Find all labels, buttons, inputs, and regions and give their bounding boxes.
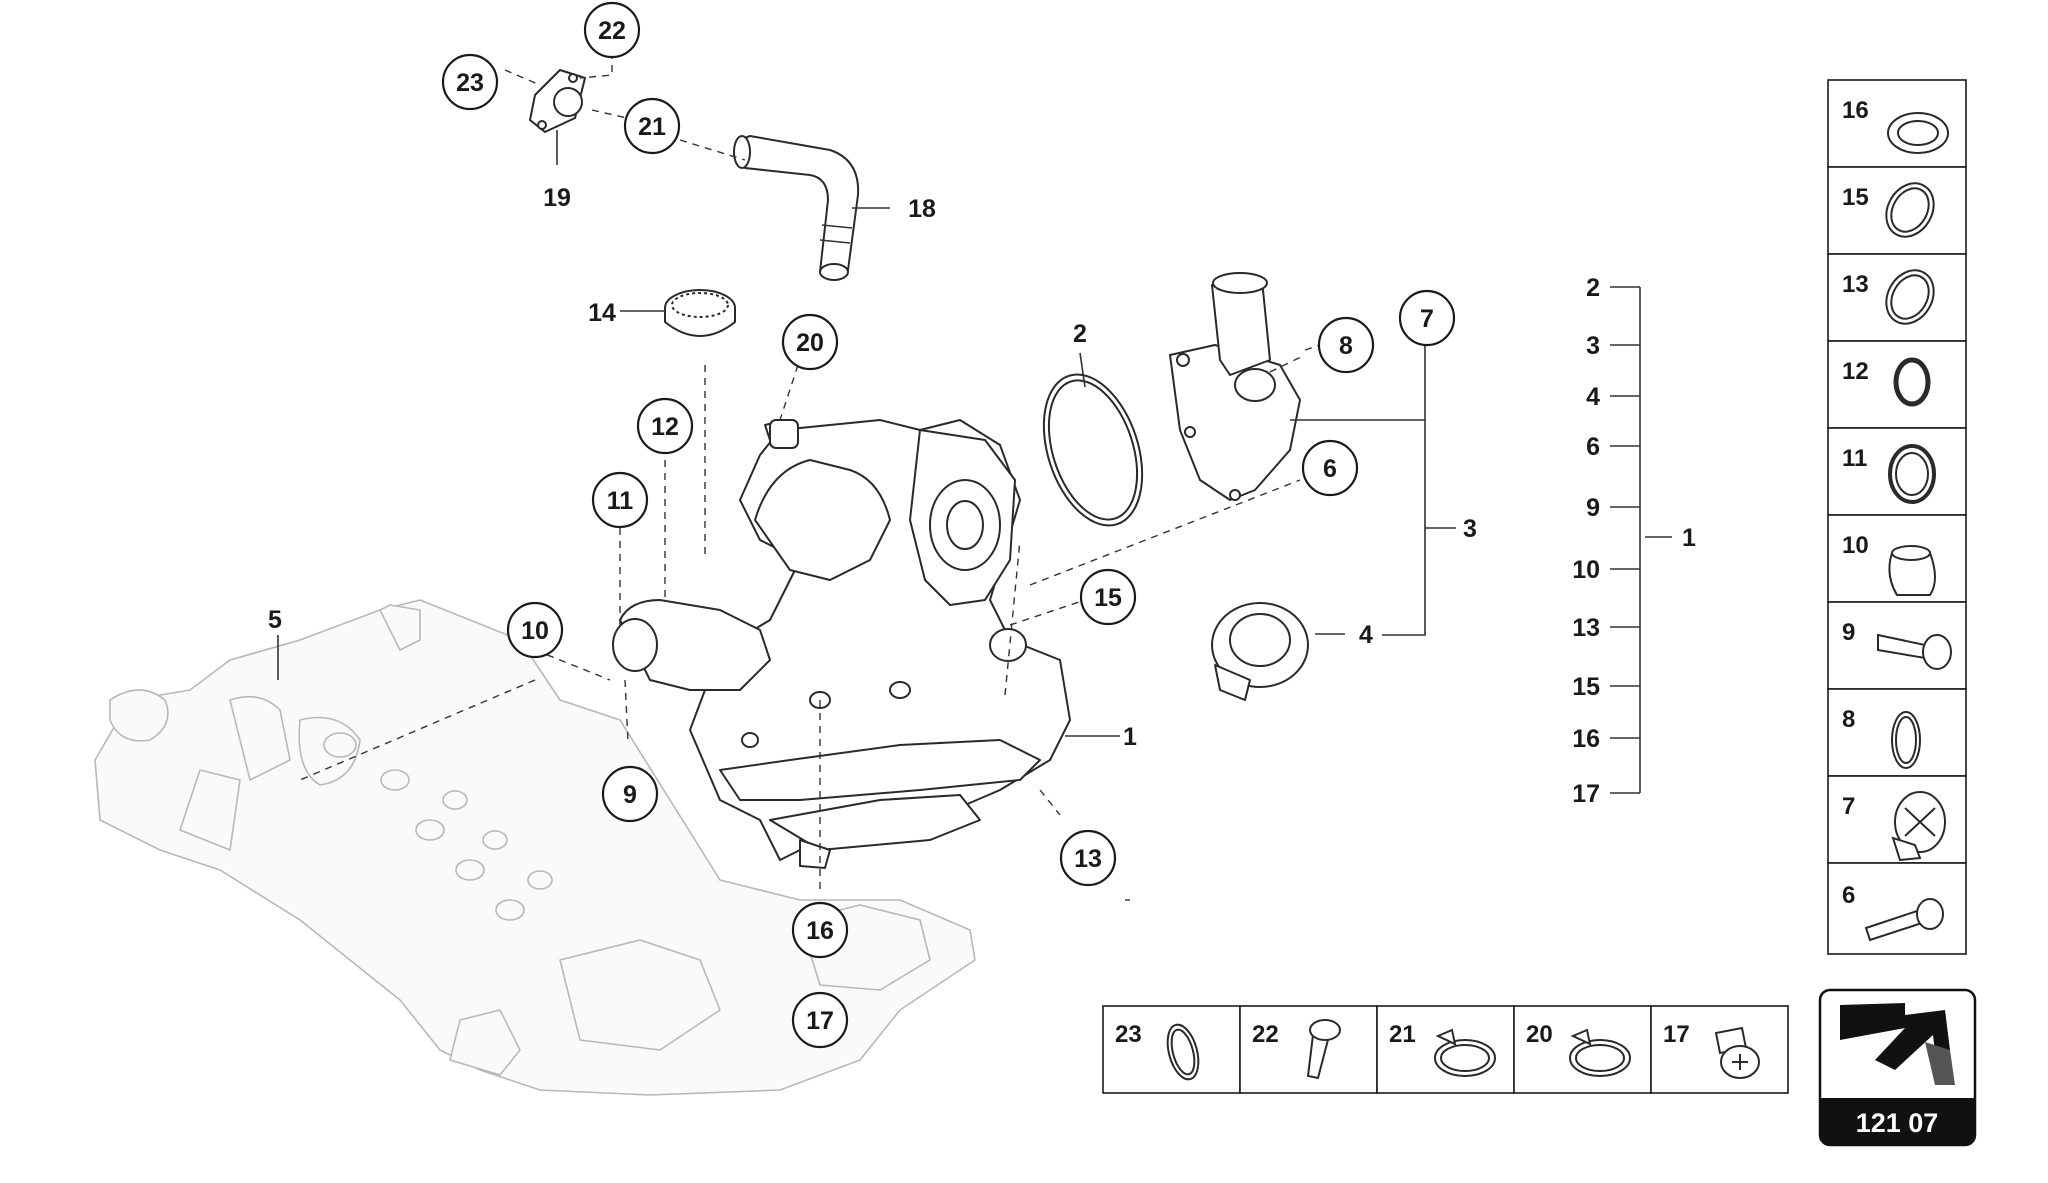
bolt-icon [1306, 1019, 1341, 1080]
svg-text:11: 11 [607, 487, 634, 515]
svg-text:9: 9 [623, 781, 637, 809]
side-parts-panel: 16 15 13 12 11 10 9 8 7 6 [1827, 79, 1967, 955]
callout-20: 20 [781, 313, 839, 371]
svg-text:8: 8 [1842, 706, 1855, 733]
svg-text:22: 22 [598, 17, 626, 45]
shaft-seal-icon [1888, 444, 1936, 504]
callout-23: 23 [441, 53, 499, 111]
svg-text:3: 3 [1586, 332, 1600, 360]
solid-leaders [277, 130, 1672, 793]
svg-text:4: 4 [1586, 383, 1600, 411]
o-ring-icon [1891, 711, 1921, 769]
callout-15: 15 [1079, 568, 1137, 626]
label-19: 19 [543, 184, 571, 212]
svg-text:15: 15 [1094, 584, 1122, 612]
oil-strainer [664, 289, 736, 337]
pipe-flange [529, 69, 586, 133]
callout-7: 7 [1398, 289, 1456, 347]
svg-text:6: 6 [1586, 433, 1600, 461]
bolt-icon [1864, 898, 1944, 942]
svg-text:8: 8 [1339, 332, 1353, 360]
main-housing [612, 419, 1071, 869]
callout-16: 16 [791, 901, 849, 959]
group-ticks [1610, 286, 1640, 794]
svg-text:23: 23 [456, 69, 484, 97]
screw-plug-icon [1891, 791, 1946, 862]
callout-10: 10 [506, 601, 564, 659]
engine-block-ghost [94, 599, 976, 1096]
svg-text:12: 12 [651, 413, 679, 441]
svg-text:16: 16 [1572, 725, 1600, 753]
svg-text:21: 21 [638, 113, 666, 141]
svg-text:15: 15 [1572, 673, 1600, 701]
label-3: 3 [1463, 515, 1477, 543]
o-ring-icon [1885, 182, 1935, 238]
svg-text:1: 1 [1682, 524, 1696, 552]
svg-text:17: 17 [1572, 780, 1600, 808]
o-ring-icon [1885, 269, 1935, 325]
svg-text:17: 17 [1663, 1021, 1690, 1048]
flat-ring-icon [1887, 112, 1949, 154]
page-code: 121 07 [1856, 1108, 1939, 1138]
svg-text:6: 6 [1842, 882, 1855, 909]
drain-plug-icon [1714, 1026, 1760, 1079]
svg-text:23: 23 [1115, 1021, 1142, 1048]
svg-text:15: 15 [1842, 184, 1869, 211]
svg-text:22: 22 [1252, 1021, 1279, 1048]
callout-17: 17 [791, 991, 849, 1049]
label-18: 18 [908, 195, 936, 223]
housing-gasket [1042, 373, 1144, 527]
dashed-leaders [299, 52, 1351, 901]
svg-text:7: 7 [1842, 793, 1855, 820]
hose-clamp-icon [1569, 1028, 1631, 1077]
svg-text:10: 10 [1572, 556, 1600, 584]
callout-22: 22 [583, 1, 641, 59]
thermostat-housing [1169, 272, 1301, 501]
svg-text:20: 20 [796, 329, 824, 357]
svg-text:13: 13 [1842, 271, 1869, 298]
svg-text:16: 16 [1842, 97, 1869, 124]
callout-12: 12 [636, 397, 694, 455]
callout-21: 21 [623, 97, 681, 155]
o-ring-icon [1166, 1023, 1200, 1081]
sleeve-icon [1888, 545, 1936, 596]
svg-text:2: 2 [1586, 274, 1600, 302]
page-badge: 121 07 [1818, 988, 1977, 1147]
hose-clamp-icon [1434, 1028, 1496, 1077]
label-5: 5 [268, 606, 282, 634]
svg-text:12: 12 [1842, 358, 1869, 385]
svg-text:11: 11 [1842, 445, 1867, 472]
svg-text:10: 10 [521, 617, 549, 645]
svg-text:7: 7 [1420, 305, 1434, 333]
svg-text:13: 13 [1074, 845, 1102, 873]
bottom-parts-panel: 23 22 21 20 17 [1102, 1005, 1789, 1094]
svg-text:17: 17 [806, 1007, 834, 1035]
label-4: 4 [1359, 621, 1373, 649]
svg-text:21: 21 [1389, 1021, 1416, 1048]
callout-13: 13 [1059, 829, 1117, 887]
direction-arrow-icon [1840, 1003, 1955, 1085]
callout-6: 6 [1301, 439, 1359, 497]
callout-9: 9 [601, 765, 659, 823]
label-2: 2 [1073, 320, 1087, 348]
bolt-icon [1877, 633, 1952, 670]
svg-text:20: 20 [1526, 1021, 1553, 1048]
coolant-pipe [733, 135, 860, 281]
svg-text:10: 10 [1842, 532, 1869, 559]
group-list: 2 3 4 6 9 10 13 15 16 17 1 [1572, 274, 1696, 808]
callout-8: 8 [1317, 316, 1375, 374]
svg-text:6: 6 [1323, 455, 1337, 483]
svg-text:9: 9 [1586, 494, 1600, 522]
seal-ring-icon [1893, 357, 1931, 407]
svg-text:9: 9 [1842, 619, 1855, 646]
label-14: 14 [588, 299, 616, 327]
svg-text:16: 16 [806, 917, 834, 945]
label-1: 1 [1123, 723, 1137, 751]
svg-text:13: 13 [1572, 614, 1600, 642]
thermostat [1211, 602, 1309, 701]
callout-11: 11 [591, 471, 649, 529]
